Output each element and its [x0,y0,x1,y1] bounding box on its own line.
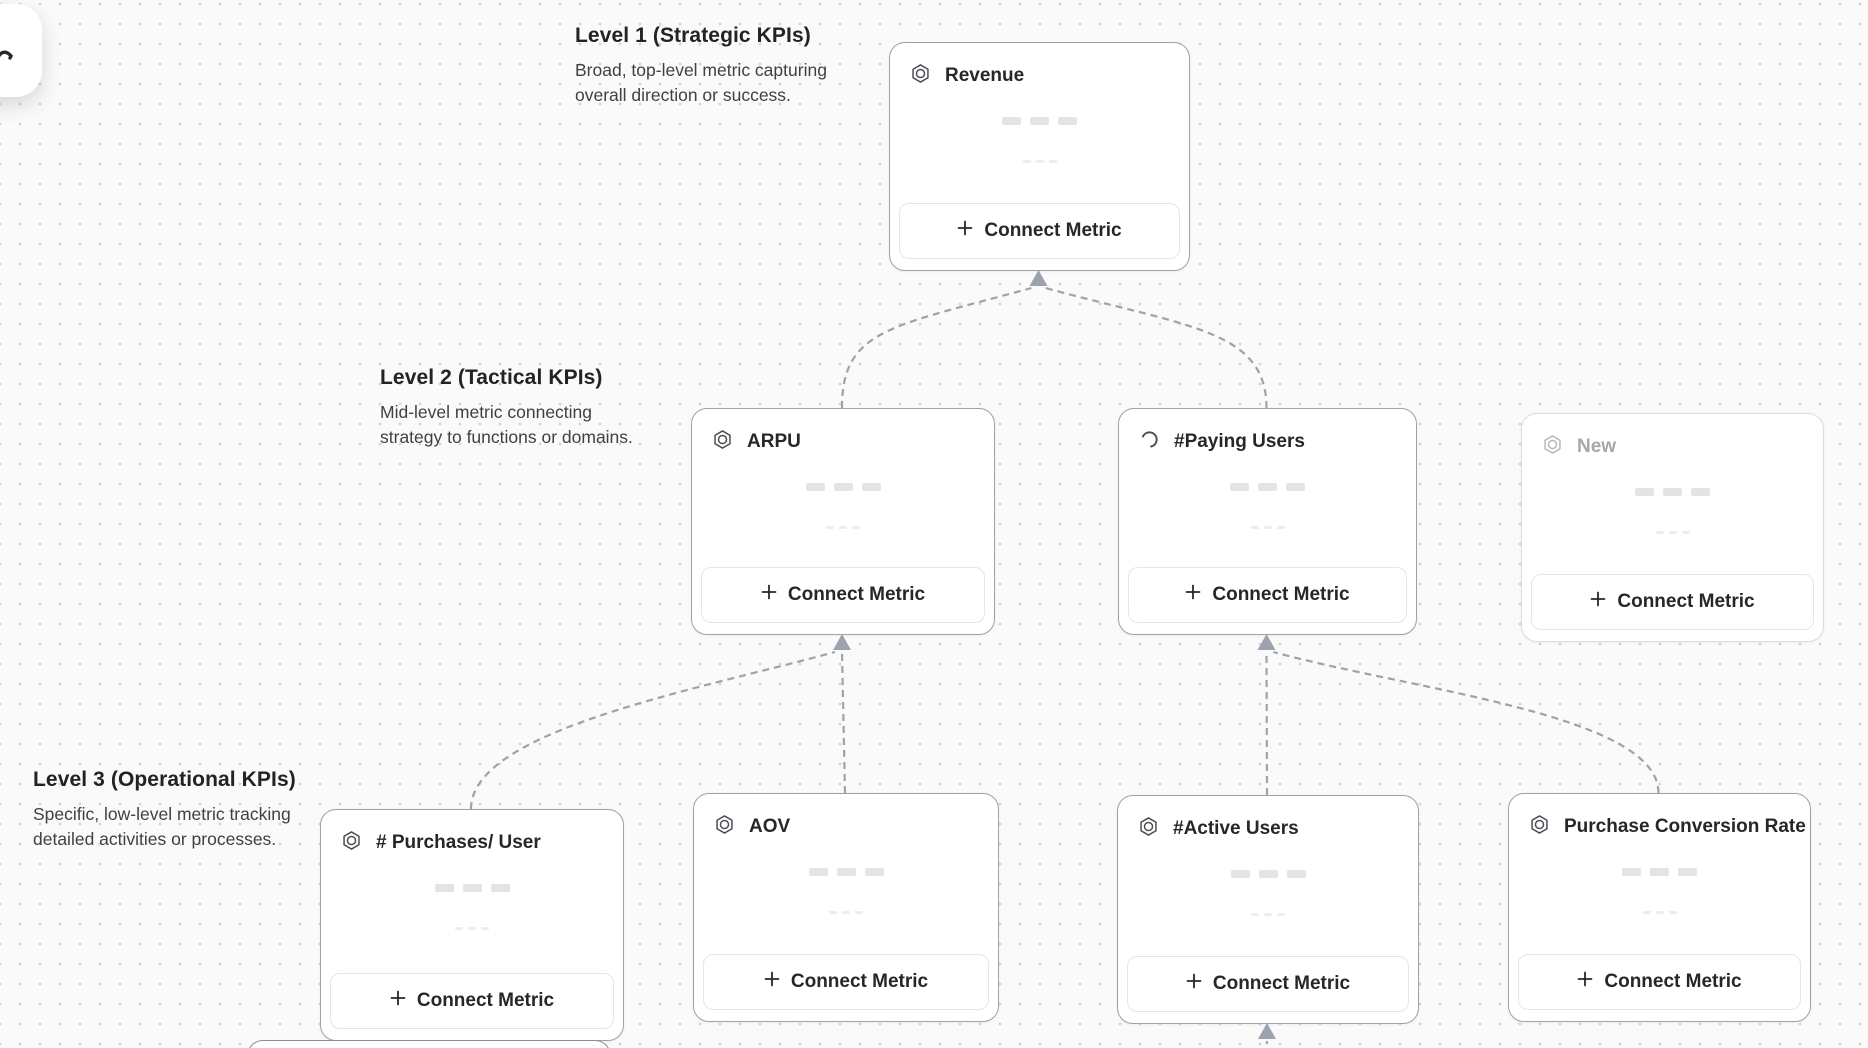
skeleton-row [321,927,623,930]
skeleton-row [1118,913,1418,916]
connect-metric-button[interactable]: Connect Metric [1518,954,1801,1010]
card-header: ARPU [692,409,994,455]
metric-card-title: Purchase Conversion Rate [1564,816,1806,837]
connect-metric-label: Connect Metric [1212,584,1350,605]
skeleton-row [1119,526,1416,529]
metric-card-title: ARPU [747,431,801,452]
level-title: Level 1 (Strategic KPIs) [575,24,811,47]
plus-icon [1590,591,1606,613]
connect-metric-label: Connect Metric [790,971,929,992]
metric-card-title: #Paying Users [1174,431,1305,452]
connect-metric-label: Connect Metric [984,220,1122,241]
card-header: Revenue [890,43,1189,89]
connect-metric-label: Connect Metric [416,990,555,1011]
skeleton-row [1509,868,1810,876]
plus-icon [1577,971,1593,993]
connect-metric-button[interactable]: Connect Metric [1127,956,1409,1012]
hexagon-icon [714,814,735,840]
metric-card-title: AOV [749,816,791,837]
skeleton-row [1522,488,1823,496]
connect-metric-button[interactable]: Connect Metric [899,203,1180,259]
hexagon-icon [910,63,931,89]
metric-card-arpu[interactable]: ARPU Connect Metric [691,408,995,635]
metric-card-title: # Purchases/ User [376,832,541,853]
hexagon-icon [341,830,362,856]
skeleton-row [692,526,994,529]
plus-icon [761,584,777,606]
hexagon-icon [712,429,733,455]
level-description: Specific, low-level metric tracking deta… [33,804,291,849]
corner-panel[interactable] [0,4,42,97]
skeleton-row [692,483,994,491]
hexagon-icon [1138,816,1159,842]
plus-icon [764,971,780,993]
skeleton-row [321,884,623,892]
skeleton-row [1118,870,1418,878]
cursor-mark-icon [0,50,14,60]
level-label-3: Level 3 (Operational KPIs) Specific, low… [33,768,296,852]
level-description: Broad, top-level metric capturing overal… [575,60,827,105]
metric-card-partial[interactable] [247,1040,611,1048]
metric-card-aov[interactable]: AOV Connect Metric [693,793,999,1022]
skeleton-row [694,911,998,914]
plus-icon [1186,973,1202,995]
metric-card-title: #Active Users [1173,818,1299,839]
metric-card-purchases-user[interactable]: # Purchases/ User Connect Metric [320,809,624,1041]
connect-metric-button[interactable]: Connect Metric [701,567,985,623]
connect-metric-label: Connect Metric [1617,591,1755,612]
card-header: #Active Users [1118,796,1418,842]
spinner-icon [1139,429,1160,455]
level-title: Level 2 (Tactical KPIs) [380,366,603,389]
card-header: Purchase Conversion Rate [1509,794,1810,840]
plus-icon [957,220,973,242]
metric-card-title: Revenue [945,65,1025,86]
level-description: Mid-level metric connecting strategy to … [380,402,633,447]
level-title: Level 3 (Operational KPIs) [33,768,296,791]
connect-metric-button[interactable]: Connect Metric [330,973,614,1029]
skeleton-row [1522,531,1823,534]
card-header: AOV [694,794,998,840]
connect-metric-label: Connect Metric [787,584,926,605]
skeleton-row [1509,911,1810,914]
hexagon-icon [1542,434,1563,460]
connect-metric-label: Connect Metric [1212,973,1351,994]
hexagon-icon [1529,814,1550,840]
level-label-1: Level 1 (Strategic KPIs) Broad, top-leve… [575,24,827,108]
connect-metric-label: Connect Metric [1604,971,1742,992]
skeleton-row [890,117,1189,125]
connect-metric-button[interactable]: Connect Metric [703,954,989,1010]
plus-icon [1185,584,1201,606]
metric-card-revenue[interactable]: Revenue Connect Metric [889,42,1190,271]
connect-metric-button[interactable]: Connect Metric [1128,567,1407,623]
metric-card-paying-users[interactable]: #Paying Users Connect Metric [1118,408,1417,635]
skeleton-row [694,868,998,876]
card-header: #Paying Users [1119,409,1416,455]
card-header: New [1522,414,1823,460]
metric-card-active-users[interactable]: #Active Users Connect Metric [1117,795,1419,1024]
plus-icon [390,990,406,1012]
connect-metric-button[interactable]: Connect Metric [1531,574,1814,630]
level-label-2: Level 2 (Tactical KPIs) Mid-level metric… [380,366,633,450]
skeleton-row [890,160,1189,163]
card-header: # Purchases/ User [321,810,623,856]
skeleton-row [1119,483,1416,491]
metric-card-new[interactable]: New Connect Metric [1521,413,1824,642]
metric-card-purchase-conversion-rate[interactable]: Purchase Conversion Rate Connect Metric [1508,793,1811,1022]
metric-card-title: New [1577,436,1617,457]
